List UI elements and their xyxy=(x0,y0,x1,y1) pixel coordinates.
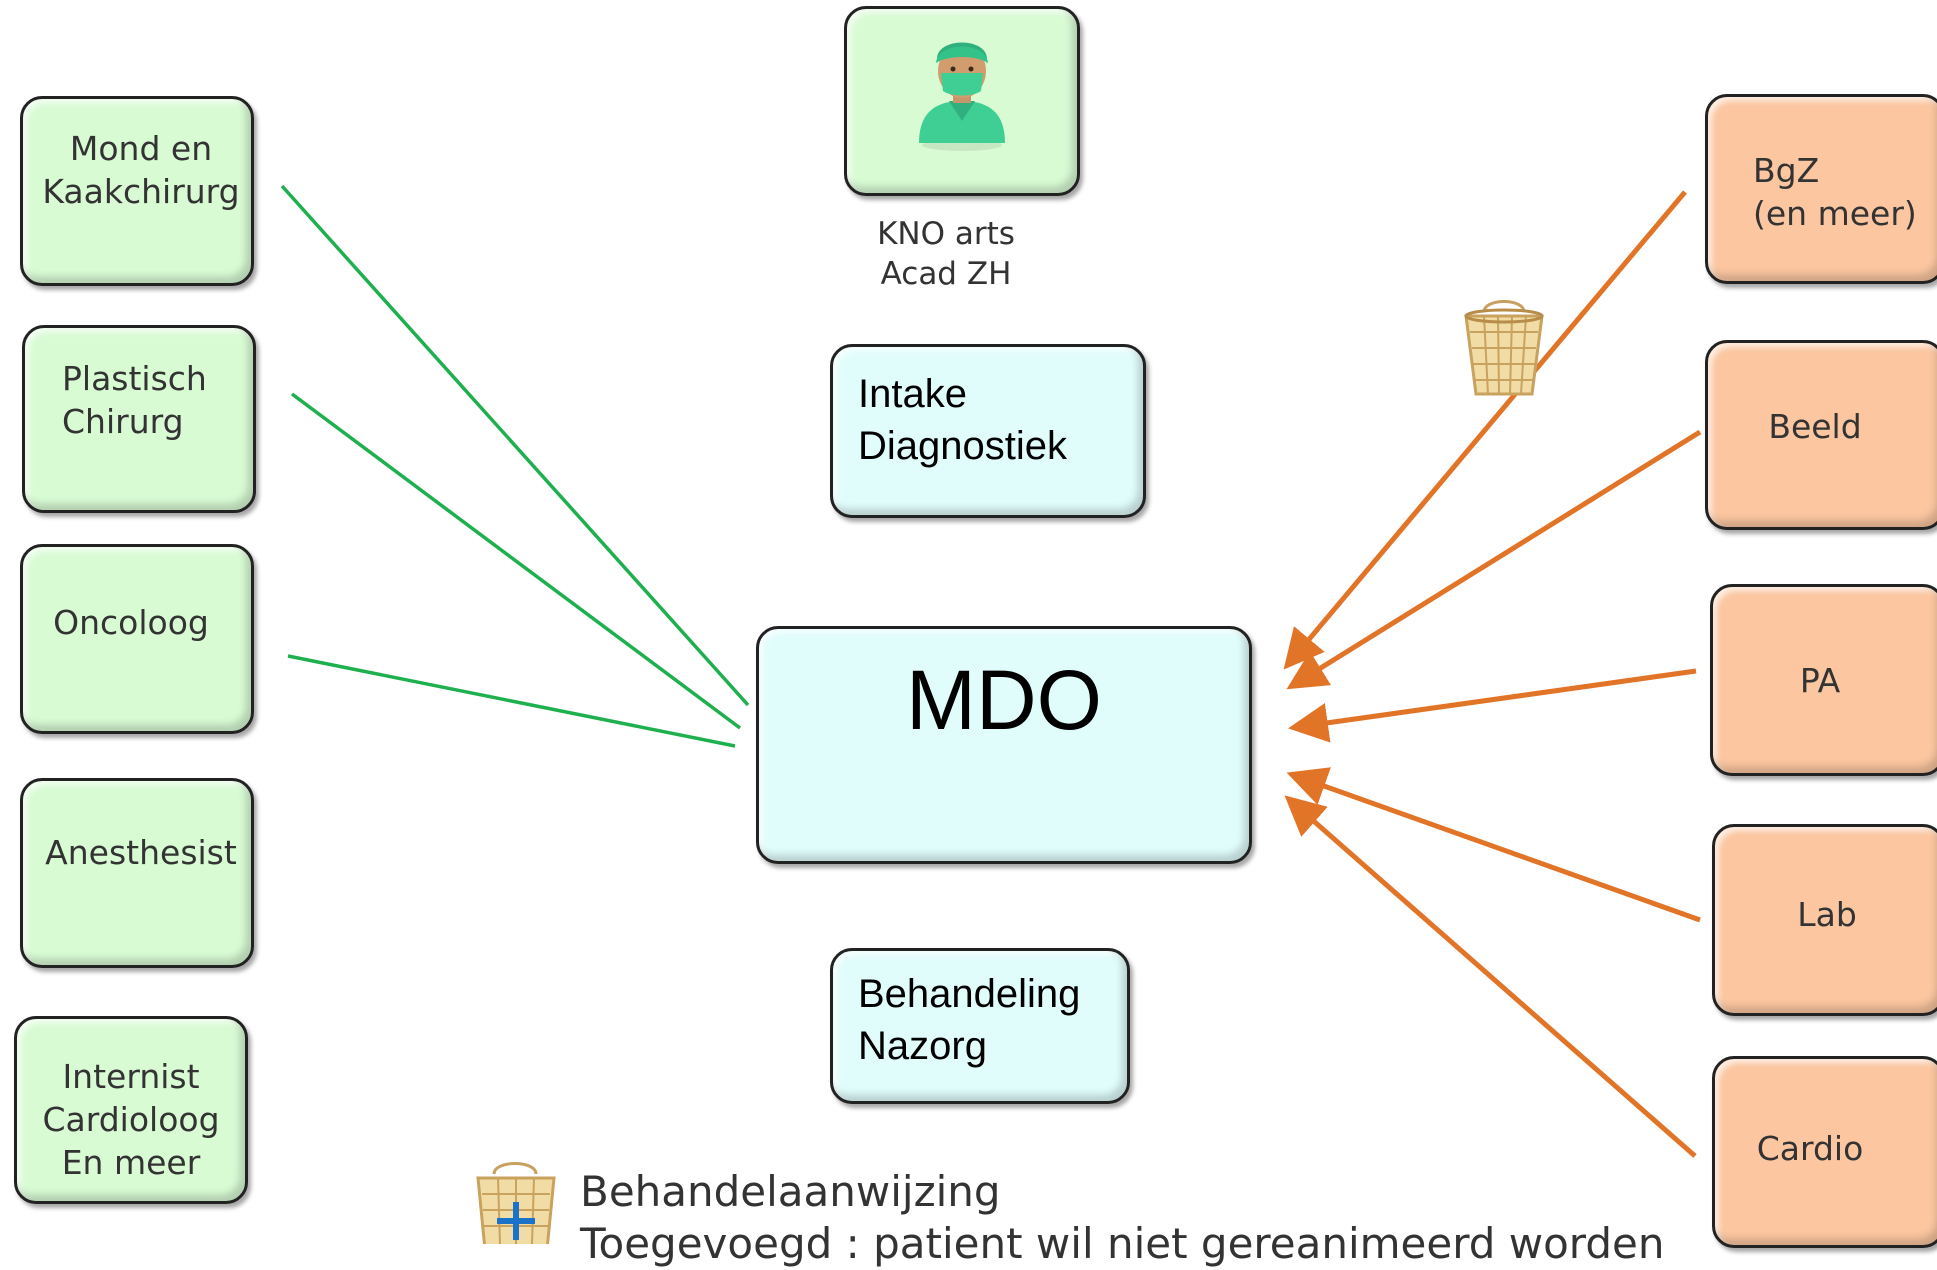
specialist-label-oncoloog: Oncoloog xyxy=(53,603,209,642)
source-box-bgz xyxy=(1705,94,1937,284)
source-box-cardio xyxy=(1712,1056,1937,1248)
arrow-bgz xyxy=(1283,190,1687,670)
arrow-cardio xyxy=(1284,795,1697,1158)
link-plastisch xyxy=(290,392,742,730)
surgeon-icon xyxy=(919,42,1005,151)
source-label-lab: Lab xyxy=(1797,895,1857,934)
specialist-box-oncoloog xyxy=(20,544,254,734)
source-arrows xyxy=(1283,190,1702,1158)
source-label-beeld: Beeld xyxy=(1768,407,1862,446)
behandeling-label: Behandeling Nazorg xyxy=(858,972,1081,1068)
basket-icon xyxy=(1464,300,1544,396)
kno-arts-caption: KNO arts Acad ZH xyxy=(877,216,1015,293)
source-box-lab xyxy=(1712,824,1937,1016)
link-mond-kaak xyxy=(280,184,750,707)
intake-label: Intake Diagnostiek xyxy=(858,372,1068,468)
behandeling-box xyxy=(830,948,1130,1104)
mdo-label: MDO xyxy=(906,653,1102,747)
arrow-pa xyxy=(1288,668,1697,743)
mdo-box xyxy=(756,626,1252,864)
specialist-box-anesthesist xyxy=(20,778,254,968)
specialist-box-internist xyxy=(14,1016,248,1204)
specialist-label-anesthesist: Anesthesist xyxy=(45,833,237,872)
specialist-label-plastisch: Plastisch Chirurg xyxy=(62,359,207,441)
specialist-links xyxy=(280,184,750,748)
legend-line-1: Behandelaanwijzing xyxy=(580,1167,1001,1216)
specialist-label-internist: Internist Cardioloog En meer xyxy=(42,1057,220,1182)
source-box-pa xyxy=(1710,584,1937,776)
specialist-box-plastisch xyxy=(22,325,256,513)
legend-text: Behandelaanwijzing Toegevoegd : patient … xyxy=(580,1166,1664,1270)
specialist-label-mond-kaak: Mond en Kaakchirurg xyxy=(42,129,240,211)
legend-line-2: Toegevoegd : patient wil niet gereanimee… xyxy=(580,1219,1665,1268)
source-label-bgz: BgZ (en meer) xyxy=(1753,151,1917,233)
link-oncoloog xyxy=(287,654,736,748)
connector-lines xyxy=(280,184,1702,1158)
source-label-cardio: Cardio xyxy=(1756,1129,1864,1168)
kno-arts-box xyxy=(844,6,1080,196)
arrow-beeld xyxy=(1286,429,1702,690)
source-label-pa: PA xyxy=(1799,661,1841,700)
intake-box xyxy=(830,344,1146,518)
basket-plus-icon xyxy=(476,1162,556,1244)
source-box-beeld xyxy=(1705,340,1937,530)
specialist-box-mond-kaak xyxy=(20,96,254,286)
arrow-lab xyxy=(1286,767,1701,923)
